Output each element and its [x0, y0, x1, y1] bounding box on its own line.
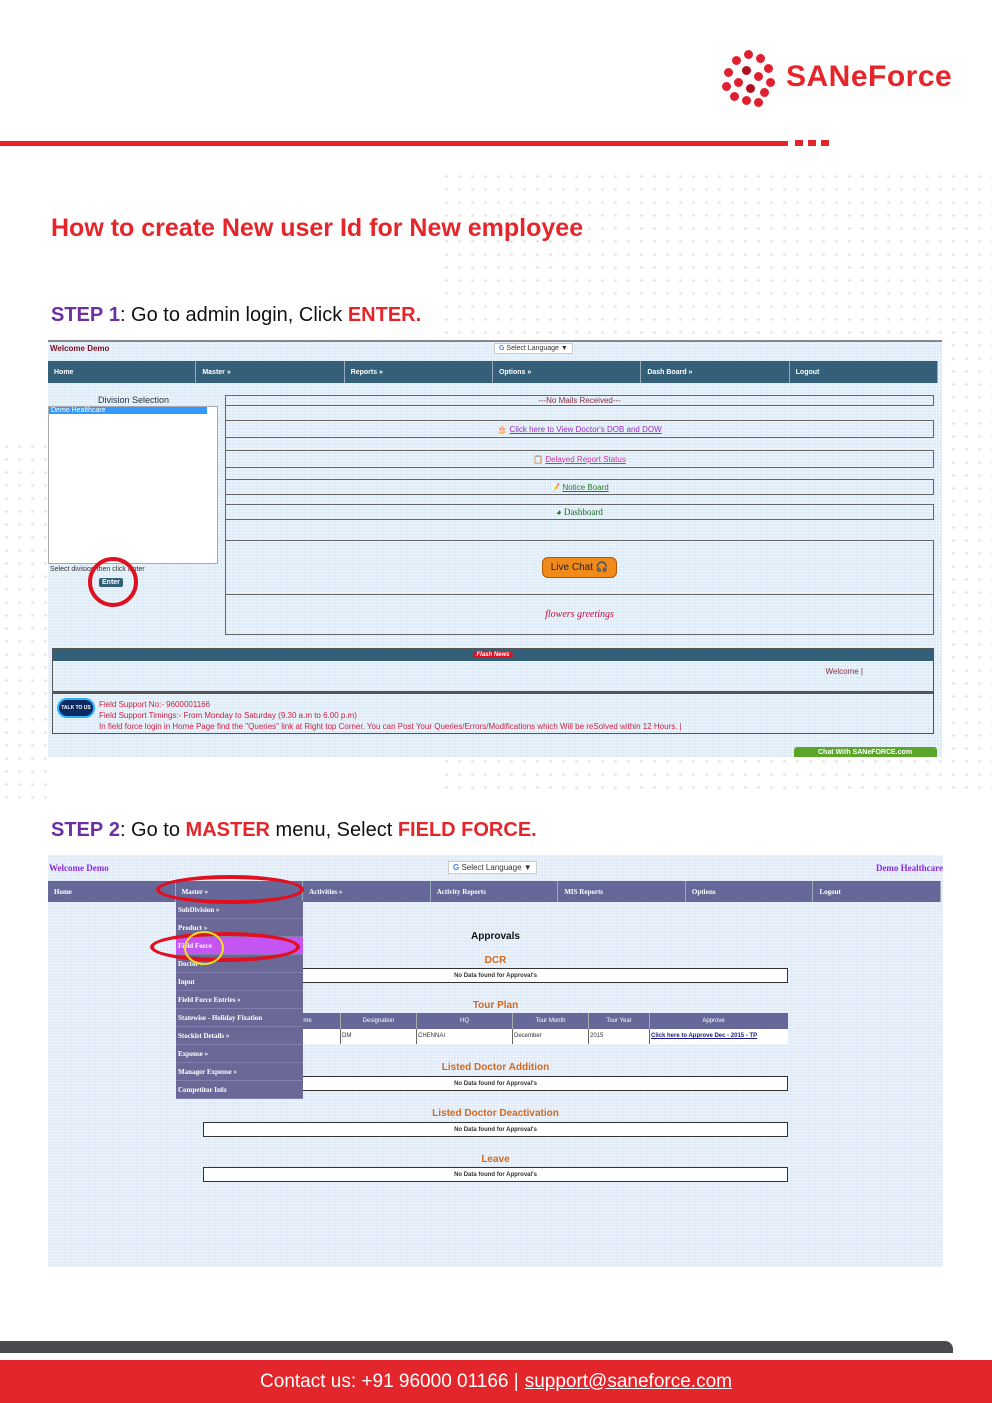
highlight-master [156, 875, 304, 904]
chat-with-saneforce-button[interactable]: Chat With SANeFORCE.com [794, 747, 937, 757]
support-timings: Field Support Timings:- From Monday to S… [99, 711, 357, 720]
no-mails-text: ---No Mails Received--- [225, 395, 934, 406]
page-title: How to create New user Id for New employ… [51, 214, 584, 242]
step-1-heading: STEP 1: Go to admin login, Click ENTER. [51, 304, 422, 326]
doctor-addition-title: Listed Doctor Addition [441, 1062, 550, 1073]
highlight-field-force [150, 932, 300, 962]
footer-accent [0, 1341, 953, 1353]
notice-icon: 📝 [550, 482, 563, 492]
menu-item-expense[interactable]: Expense » [176, 1045, 303, 1063]
menu-item-subdivision[interactable]: SubDivision » [176, 901, 303, 919]
header-divider [0, 141, 788, 146]
dot-pattern [0, 440, 50, 800]
doctor-deactivation-no-data: No Data found for Approval's [203, 1122, 788, 1137]
tour-plan-title: Tour Plan [472, 1000, 519, 1011]
nav-options[interactable]: Options [686, 881, 814, 902]
menu-item-field-force-entries[interactable]: Field Force Entries » [176, 991, 303, 1009]
menu-item-doctor[interactable]: Doctor » [176, 955, 303, 973]
menu-item-stockist-details[interactable]: Stockist Details » [176, 1027, 303, 1045]
support-panel: TALK TO US Field Support No:- 9600001166… [52, 692, 934, 734]
flash-news-panel: Flash News Welcome | [52, 648, 934, 692]
delayed-report-link[interactable]: 📋 Delayed Report Status [225, 450, 934, 468]
divider-square [821, 140, 829, 146]
division-title: Division Selection [97, 395, 170, 405]
greeting-row: flowers greetings [225, 595, 934, 635]
cursor-highlight [184, 931, 224, 965]
welcome-text: Welcome Demo [50, 344, 110, 353]
division-list[interactable]: Demo Healthcare [48, 406, 218, 564]
nav-home[interactable]: Home [48, 361, 197, 383]
saneforce-logo: SANeForce [720, 48, 953, 107]
nav-logout[interactable]: Logout [790, 361, 938, 383]
notice-board-link[interactable]: 📝 Notice Board [225, 479, 934, 495]
nav-activities[interactable]: Activities » [303, 881, 431, 902]
cake-icon: 🎂 [497, 424, 510, 434]
leave-no-data: No Data found for Approval's [203, 1167, 788, 1182]
division-name: Demo Healthcare [875, 863, 943, 873]
logo-mark-icon [720, 48, 778, 107]
nav-logout[interactable]: Logout [813, 881, 942, 902]
welcome-text: Welcome Demo [49, 863, 109, 873]
flash-welcome: Welcome | [825, 667, 864, 676]
pie-icon: ◕ [556, 507, 564, 517]
nav-dashboard[interactable]: Dash Board » [641, 361, 790, 383]
nav-activity-reports[interactable]: Activity Reports [431, 881, 559, 902]
select-language[interactable]: G Select Language ▼ [494, 343, 573, 354]
live-chat-button[interactable]: Live Chat 🎧 [541, 557, 618, 578]
nav-reports[interactable]: Reports » [345, 361, 493, 383]
approvals-title: Approvals [471, 931, 520, 942]
doctor-deactivation-title: Listed Doctor Deactivation [432, 1108, 559, 1119]
support-email-link[interactable]: support@saneforce.com [524, 1370, 732, 1392]
dcr-title: DCR [484, 955, 507, 966]
footer: Contact us: +91 96000 01166 | support@sa… [0, 1360, 992, 1403]
highlight-circle [88, 557, 138, 607]
support-note: In field force login in Home Page find t… [99, 722, 682, 731]
nav-options[interactable]: Options » [493, 361, 642, 383]
flash-news-label: Flash News [473, 652, 513, 658]
divider-square [795, 140, 803, 146]
contact-phone: Contact us: +91 96000 01166 | [260, 1370, 519, 1392]
support-number: Field Support No:- 9600001166 [99, 700, 211, 709]
nav-master[interactable]: Master » [196, 361, 345, 383]
menu-item-input[interactable]: Input [176, 973, 303, 991]
dashboard-link[interactable]: ◕ Dashboard [225, 504, 934, 520]
leave-title: Leave [481, 1154, 510, 1165]
divider-square [808, 140, 816, 146]
dob-link[interactable]: 🎂 Click here to View Doctor's DOB and DO… [225, 420, 934, 438]
menu-item-holiday-fixation[interactable]: Statewise - Holiday Fixation [176, 1009, 303, 1027]
logo-text: SANeForce [786, 60, 953, 93]
report-icon: 📋 [533, 454, 546, 464]
approve-tp-link[interactable]: Click here to Approve Dec - 2015 - TP [649, 1029, 777, 1044]
screenshot-master-menu: Welcome Demo G Select Language ▼ Demo He… [48, 855, 943, 1267]
step-2-heading: STEP 2: Go to MASTER menu, Select FIELD … [51, 819, 537, 841]
live-chat-row: Live Chat 🎧 [225, 540, 934, 595]
nav-mis-reports[interactable]: MIS Reports [558, 881, 686, 902]
menu-item-manager-expense[interactable]: Manager Expense » [176, 1063, 303, 1081]
master-dropdown-menu: SubDivision » Product » Field Force Doct… [176, 901, 303, 1099]
division-option[interactable]: Demo Healthcare [49, 407, 207, 414]
menu-item-competitor-info[interactable]: Competitor Info [176, 1081, 303, 1099]
talk-to-us-icon: TALK TO US [57, 698, 95, 718]
greeting-image: flowers greetings [545, 609, 614, 620]
select-language[interactable]: G Select Language ▼ [448, 861, 537, 874]
